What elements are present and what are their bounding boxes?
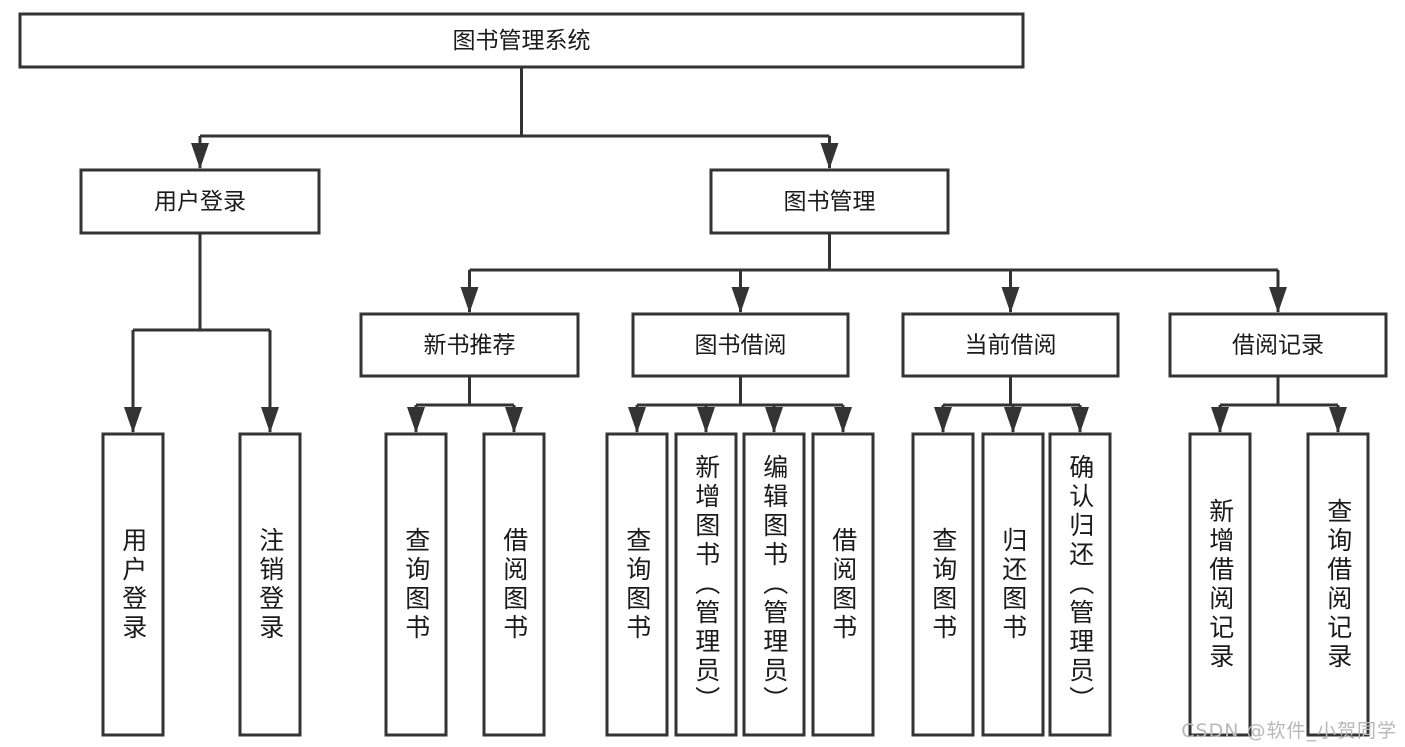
node-user-login[interactable] [79,168,321,235]
arrow-head-icon [460,287,479,313]
node-new-book-rec[interactable] [359,312,580,378]
arrow-head-icon [124,407,142,433]
arrow-head-icon [261,407,279,433]
arrow-head-icon [765,407,783,433]
node-label-borrow-record: 借阅记录 [1232,333,1324,359]
node-leaf-add-record[interactable] [1188,432,1252,737]
node-book-manage[interactable] [709,168,950,235]
node-leaf-add-book[interactable] [674,432,738,737]
node-root[interactable] [18,12,1025,69]
arrow-head-icon [820,143,839,169]
node-leaf-query-book-2[interactable] [605,432,669,737]
arrow-head-icon [628,407,646,433]
node-label-user-login: 用户登录 [154,189,246,215]
arrow-head-icon [1001,287,1020,313]
node-label-book-manage: 图书管理 [784,189,876,215]
node-label-root: 图书管理系统 [453,28,591,54]
node-leaf-user-login[interactable] [101,432,165,737]
arrow-head-icon [934,407,952,433]
arrow-head-icon [1269,287,1287,313]
node-leaf-query-record[interactable] [1306,432,1370,737]
node-label-new-book-rec: 新书推荐 [424,333,516,359]
arrow-head-icon [697,407,715,433]
node-label-current-borrow: 当前借阅 [965,333,1057,359]
arrow-head-icon [191,143,209,169]
arrow-head-icon [1004,407,1022,433]
arrow-head-icon [1071,407,1089,433]
node-leaf-user-logout[interactable] [238,432,302,737]
node-leaf-query-book-1[interactable] [384,432,448,737]
node-leaf-query-book-3[interactable] [911,432,975,737]
node-leaf-confirm-return[interactable] [1048,432,1112,737]
connector-layer [124,67,1347,433]
node-leaf-return-book[interactable] [981,432,1045,737]
arrow-head-icon [407,407,425,433]
node-leaf-edit-book[interactable] [742,432,806,737]
arrow-head-icon [834,407,852,433]
node-leaf-borrow-book-2[interactable] [811,432,875,737]
arrow-head-icon [1211,407,1229,433]
arrow-head-icon [1329,407,1347,433]
arrow-head-icon [731,287,750,313]
node-book-borrow[interactable] [631,312,850,378]
watermark-text: CSDN @软件_小贺同学 [1181,720,1397,742]
arrow-head-icon [505,407,523,433]
node-label-book-borrow: 图书借阅 [695,333,787,359]
node-current-borrow[interactable] [901,312,1120,378]
node-leaf-borrow-book-1[interactable] [482,432,546,737]
node-borrow-record[interactable] [1168,312,1388,378]
